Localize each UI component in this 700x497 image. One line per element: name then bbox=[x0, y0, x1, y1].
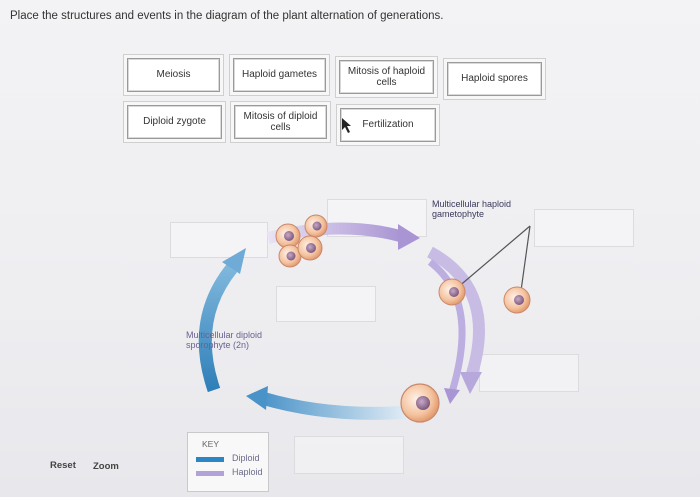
sporophyte-label: Multicellular diploid sporophyte (2n) bbox=[186, 330, 263, 351]
gametophyte-label: Multicellular haploid gametophyte bbox=[432, 199, 512, 220]
spore-cluster bbox=[275, 214, 328, 268]
arrowhead bbox=[460, 372, 482, 394]
label-mitosis-diploid[interactable]: Mitosis of diploid cells bbox=[234, 105, 327, 139]
label-mitosis-haploid[interactable]: Mitosis of haploid cells bbox=[339, 60, 434, 94]
label-meiosis[interactable]: Meiosis bbox=[127, 58, 220, 92]
diploid-arc-bottom bbox=[260, 391, 411, 420]
haploid-arc-right-inner bbox=[427, 259, 466, 394]
gamete-cell bbox=[438, 278, 466, 306]
haploid-arc-right bbox=[427, 246, 485, 382]
drop-target[interactable] bbox=[534, 209, 634, 247]
reset-button[interactable]: Reset bbox=[50, 460, 76, 471]
label-haploid-gametes[interactable]: Haploid gametes bbox=[233, 58, 326, 92]
key-diploid-label: Diploid bbox=[232, 453, 260, 463]
instruction-text: Place the structures and events in the d… bbox=[10, 10, 444, 22]
diploid-swatch bbox=[196, 457, 224, 462]
legend-key: KEY Diploid Haploid bbox=[187, 432, 269, 492]
label-diploid-zygote[interactable]: Diploid zygote bbox=[127, 105, 222, 139]
arrowhead bbox=[444, 388, 460, 404]
zygote-cell bbox=[400, 383, 440, 423]
pointer-line bbox=[456, 225, 531, 289]
gamete-cell bbox=[503, 286, 531, 314]
arrowhead bbox=[246, 386, 268, 410]
label-haploid-spores[interactable]: Haploid spores bbox=[447, 62, 542, 96]
arrowhead bbox=[222, 248, 246, 274]
arrowhead bbox=[398, 224, 420, 250]
label-fertilization[interactable]: Fertilization bbox=[340, 108, 436, 142]
zoom-button[interactable]: Zoom bbox=[93, 461, 119, 472]
drop-target[interactable] bbox=[479, 354, 579, 392]
drop-target[interactable] bbox=[170, 222, 268, 258]
mouse-cursor-icon bbox=[342, 118, 351, 133]
haploid-swatch bbox=[196, 471, 224, 476]
key-title: KEY bbox=[202, 439, 220, 449]
key-haploid-label: Haploid bbox=[232, 467, 263, 477]
diploid-arc-left bbox=[198, 263, 238, 393]
drop-target[interactable] bbox=[294, 436, 404, 474]
drop-target[interactable] bbox=[276, 286, 376, 322]
pointer-line bbox=[519, 225, 531, 299]
